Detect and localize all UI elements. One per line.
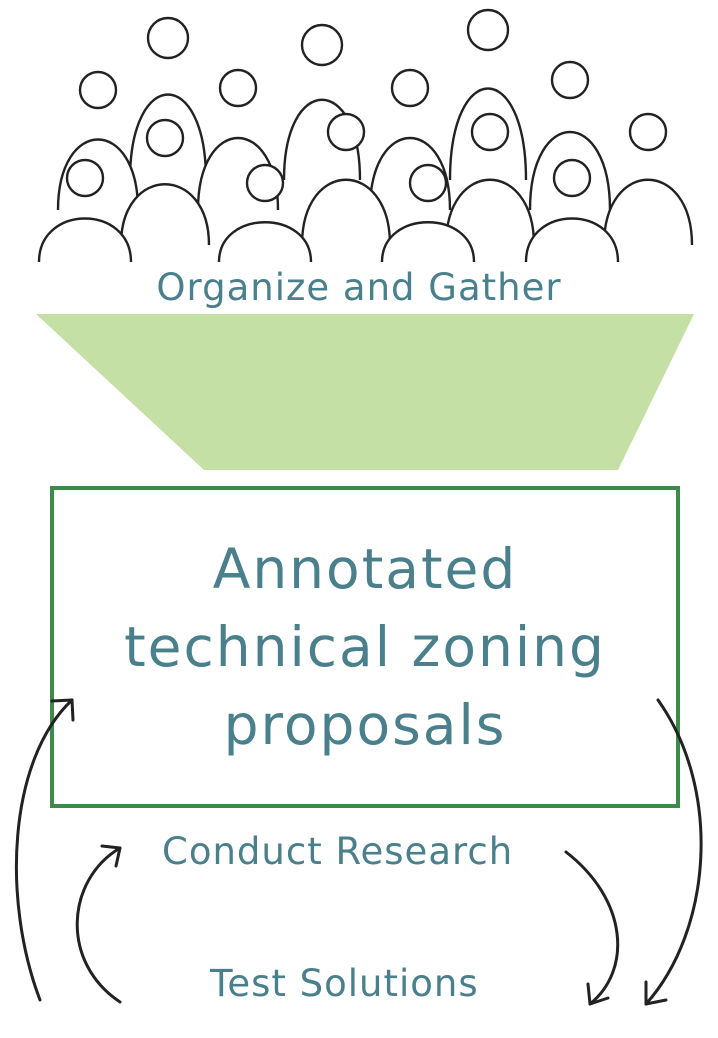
- person-body-icon: [300, 178, 392, 246]
- person-head-icon: [466, 8, 510, 52]
- person-icon: [448, 8, 528, 181]
- person-body-icon: [380, 221, 476, 263]
- person-icon: [119, 118, 211, 246]
- person-icon: [524, 158, 620, 263]
- person-head-icon: [390, 68, 430, 108]
- person-head-icon: [245, 163, 285, 203]
- person-body-icon: [217, 221, 313, 263]
- person-head-icon: [78, 70, 118, 110]
- box-line-3: proposals: [223, 693, 507, 757]
- person-head-icon: [470, 112, 510, 152]
- organize-and-gather-label: Organize and Gather: [156, 266, 562, 309]
- box-line-1: Annotated: [212, 537, 518, 601]
- person-icon: [300, 112, 392, 246]
- cycle-arrows: [14, 698, 703, 1006]
- person-icon: [282, 23, 362, 181]
- proposal-box-text: Annotated technical zoning proposals: [52, 530, 678, 764]
- person-head-icon: [300, 23, 344, 67]
- person-head-icon: [628, 112, 668, 152]
- person-icon: [380, 163, 476, 263]
- person-icon: [37, 158, 133, 263]
- crowd-of-people-icon: [37, 8, 694, 263]
- person-icon: [602, 112, 694, 246]
- conduct-research-label: Conduct Research: [162, 830, 514, 873]
- person-icon: [444, 112, 536, 246]
- person-head-icon: [218, 68, 258, 108]
- arrowhead-outer-left: [50, 698, 75, 722]
- arrow-outer-right: [644, 698, 703, 1006]
- arrowhead-inner-right: [586, 982, 610, 1006]
- person-icon: [217, 163, 313, 263]
- funnel-shape: [36, 314, 694, 470]
- proposal-box: [50, 486, 680, 808]
- arrowhead-inner-left: [100, 844, 122, 868]
- person-head-icon: [550, 60, 590, 100]
- arrow-inner-left: [75, 846, 122, 1004]
- person-head-icon: [65, 158, 105, 198]
- arrowhead-outer-right: [644, 980, 668, 1006]
- person-head-icon: [326, 112, 366, 152]
- person-head-icon: [408, 163, 448, 203]
- person-body-icon: [602, 178, 694, 246]
- person-head-icon: [552, 158, 592, 198]
- box-line-2: technical zoning: [124, 615, 606, 679]
- person-head-icon: [145, 118, 185, 158]
- person-body-icon: [37, 217, 133, 263]
- person-head-icon: [146, 16, 190, 60]
- test-solutions-label: Test Solutions: [210, 962, 479, 1005]
- arrow-outer-left: [14, 698, 74, 1002]
- person-body-icon: [524, 217, 620, 263]
- person-body-icon: [444, 178, 536, 246]
- arrow-inner-right: [564, 850, 620, 1006]
- person-body-icon: [119, 183, 211, 246]
